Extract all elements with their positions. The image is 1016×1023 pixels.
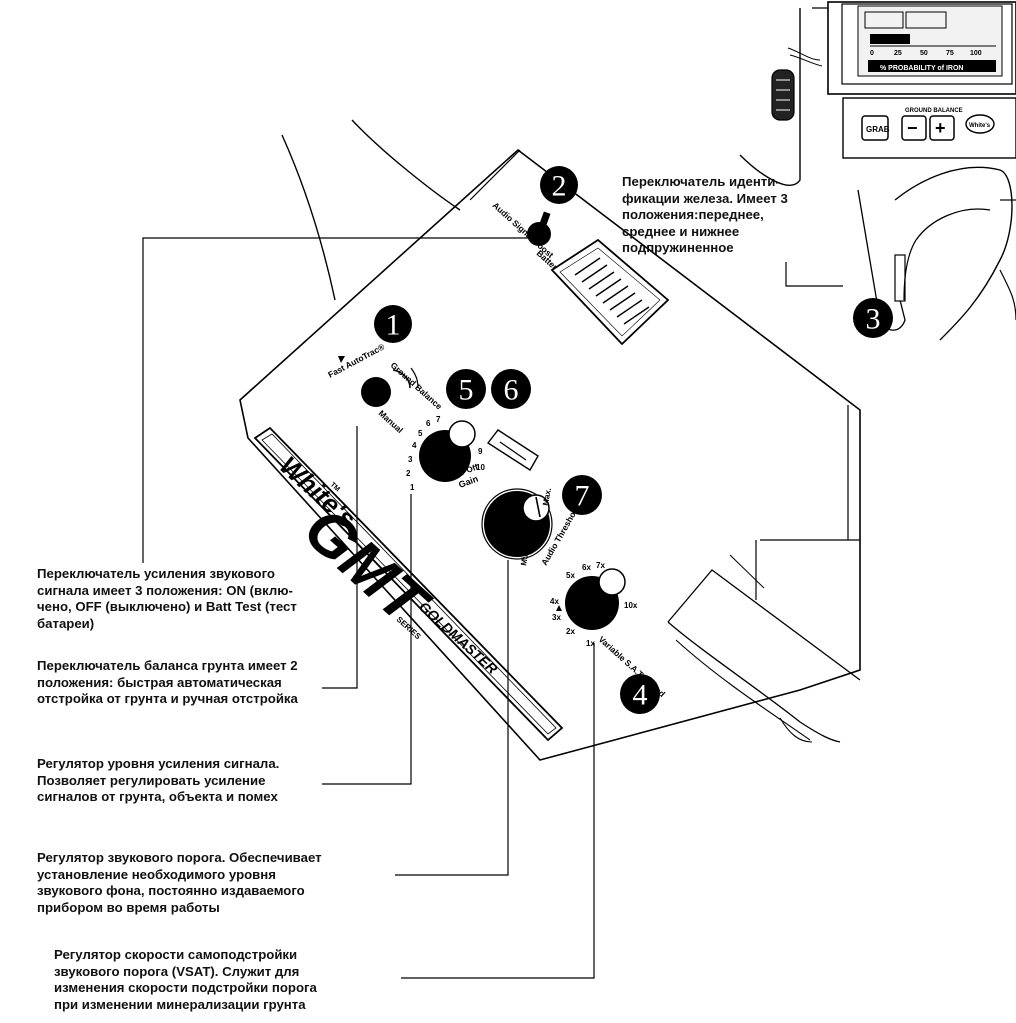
svg-text:0: 0	[870, 50, 874, 57]
gain-label-sticker	[486, 429, 539, 471]
svg-text:50: 50	[920, 50, 928, 57]
marker-5: 5	[446, 369, 486, 409]
marker-3: 3	[853, 298, 893, 338]
svg-text:1: 1	[386, 309, 401, 342]
marker-1: 1	[374, 305, 412, 343]
grab-label: GRAB	[866, 125, 890, 134]
marker-6: 6	[491, 369, 531, 409]
min-label: Min.	[519, 549, 531, 566]
grab-button[interactable]	[861, 115, 889, 141]
control-panel	[239, 119, 861, 761]
svg-text:75: 75	[946, 50, 954, 57]
svg-text:4: 4	[412, 441, 417, 450]
svg-text:6: 6	[426, 419, 431, 428]
svg-text:5: 5	[418, 429, 423, 438]
handle-display: 0 25 50 75 100 % PROBABILITY of IRON GRO…	[739, 1, 1016, 341]
svg-text:6x: 6x	[582, 563, 591, 572]
svg-text:10x: 10x	[624, 601, 638, 610]
sat-scale: 1x 2x 3x 4x 5x 6x 7x 10x	[550, 561, 638, 648]
svg-text:7x: 7x	[596, 561, 605, 570]
svg-text:100: 100	[970, 50, 982, 57]
gain-scale: 1 2 3 4 5 6 7 9 10	[406, 415, 485, 492]
minus-label: −	[907, 118, 918, 138]
plus-button[interactable]	[929, 115, 955, 141]
whites-badge-text: White's	[969, 123, 991, 129]
instruction-sticker	[550, 238, 670, 346]
svg-text:4: 4	[633, 679, 648, 712]
svg-text:7: 7	[575, 480, 590, 513]
ground-balance-top-label: GROUND BALANCE	[905, 108, 963, 114]
caption-ground-balance: Переключатель баланса грунта имеет 2 пол…	[37, 658, 298, 707]
marker-2: 2	[540, 166, 578, 204]
svg-text:10: 10	[476, 463, 485, 472]
caption-vsat: Регулятор скорости самоподстройки звуков…	[54, 947, 317, 1012]
caption-iron-switch: Переключатель иденти- фикации железа. Им…	[622, 174, 788, 256]
max-label: Max.	[541, 487, 553, 506]
caption-gain: Регулятор уровня усиления сигнала. Позво…	[37, 756, 280, 805]
svg-text:25: 25	[894, 50, 902, 57]
svg-text:4x: 4x	[550, 597, 559, 606]
plus-label: +	[935, 118, 946, 138]
probability-label: % PROBABILITY of IRON	[880, 65, 963, 72]
svg-text:2: 2	[552, 170, 567, 203]
svg-text:5: 5	[459, 374, 474, 407]
iron-scale: 0 25 50 75 100	[870, 50, 982, 57]
svg-text:2: 2	[406, 469, 411, 478]
leader-lines	[142, 237, 843, 979]
minus-button[interactable]	[901, 115, 927, 141]
svg-text:3x: 3x	[552, 613, 561, 622]
svg-text:2x: 2x	[566, 627, 575, 636]
gain-knob[interactable]: 1 2 3 4 5 6 7 9 10 Power Off Gain	[406, 415, 485, 492]
caption-threshold: Регулятор звукового порога. Обеспечивает…	[37, 850, 322, 915]
svg-text:3: 3	[866, 303, 881, 336]
svg-text:7: 7	[436, 415, 441, 424]
svg-text:3: 3	[408, 455, 413, 464]
svg-text:9: 9	[478, 447, 483, 456]
svg-text:6: 6	[504, 374, 519, 407]
svg-text:1: 1	[410, 483, 415, 492]
svg-text:1x: 1x	[586, 639, 595, 648]
marker-7: 7	[562, 475, 602, 515]
caption-audio-boost: Переключатель усиления звукового сигнала…	[37, 566, 297, 631]
svg-text:5x: 5x	[566, 571, 575, 580]
marker-4: 4	[620, 674, 660, 714]
